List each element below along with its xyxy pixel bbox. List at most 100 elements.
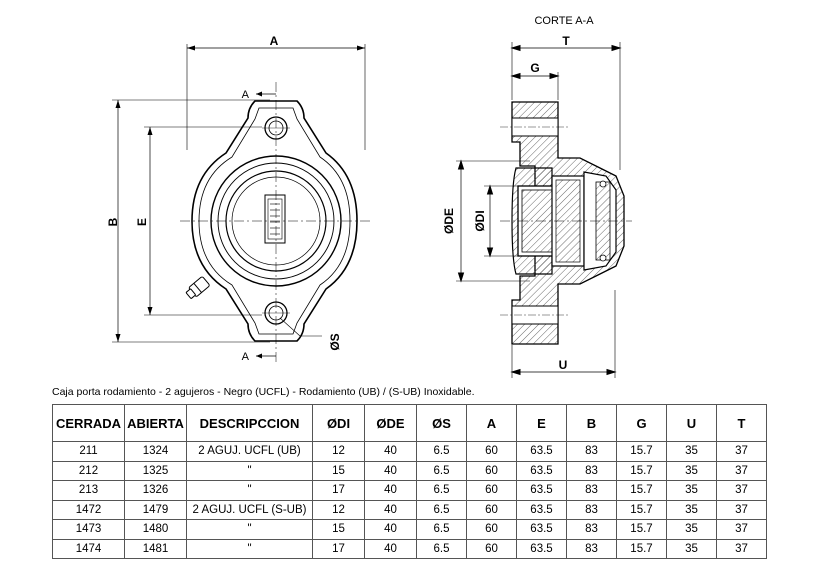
table-cell: 37	[716, 499, 767, 520]
column-header: ØS	[416, 404, 467, 442]
table-cell: 2 AGUJ. UCFL (S-UB)	[186, 499, 313, 520]
table-cell: 213	[52, 480, 125, 501]
dim-de-label: ØDE	[442, 208, 456, 234]
table-cell: 60	[466, 538, 517, 559]
table-cell: 17	[312, 480, 365, 501]
column-header: DESCRIPCCION	[186, 404, 313, 442]
table-cell: 15.7	[616, 519, 667, 540]
table-cell: 12	[312, 499, 365, 520]
table-cell: 2 AGUJ. UCFL (UB)	[186, 441, 313, 462]
table-cell: 60	[466, 499, 517, 520]
table-cell: "	[186, 480, 313, 501]
column-header: G	[616, 404, 667, 442]
table-cell: 83	[566, 519, 617, 540]
table-cell: 83	[566, 441, 617, 462]
table-cell: 6.5	[416, 441, 467, 462]
table-cell: 63.5	[516, 480, 567, 501]
table-cell: 35	[666, 460, 717, 481]
front-view	[112, 44, 372, 362]
table-cell: 60	[466, 460, 517, 481]
table-cell: 83	[566, 499, 617, 520]
table-cell: 37	[716, 441, 767, 462]
table-cell: 35	[666, 519, 717, 540]
dim-s-label: ØS	[328, 333, 342, 350]
section-title: CORTE A-A	[534, 15, 594, 27]
table-cell: 1473	[52, 519, 125, 540]
table-cell: 15.7	[616, 480, 667, 501]
table-cell: 63.5	[516, 538, 567, 559]
table-cell: 12	[312, 441, 365, 462]
table-cell: 212	[52, 460, 125, 481]
table-cell: "	[186, 460, 313, 481]
table-cell: 83	[566, 538, 617, 559]
column-header: E	[516, 404, 567, 442]
table-cell: 15	[312, 519, 365, 540]
table-cell: 15	[312, 460, 365, 481]
table-cell: 60	[466, 519, 517, 540]
dim-b-label: B	[106, 217, 120, 226]
dim-t-label: T	[562, 34, 570, 48]
table-cell: 40	[364, 499, 417, 520]
table-cell: 35	[666, 480, 717, 501]
table-cell: 1474	[52, 538, 125, 559]
column-header: CERRADA	[52, 404, 125, 442]
section-marker-top: A	[242, 89, 250, 101]
table-cell: 37	[716, 519, 767, 540]
table-cell: 6.5	[416, 519, 467, 540]
table-cell: 63.5	[516, 499, 567, 520]
table-cell: 6.5	[416, 460, 467, 481]
table-cell: 35	[666, 499, 717, 520]
table-cell: 40	[364, 441, 417, 462]
table-cell: "	[186, 538, 313, 559]
table-cell: 6.5	[416, 499, 467, 520]
table-cell: 63.5	[516, 441, 567, 462]
column-header: U	[666, 404, 717, 442]
table-cell: 15.7	[616, 538, 667, 559]
section-view	[456, 42, 632, 378]
table-cell: 1480	[124, 519, 187, 540]
column-header: ØDI	[312, 404, 365, 442]
table-cell: 40	[364, 460, 417, 481]
table-cell: "	[186, 519, 313, 540]
table-cell: 40	[364, 519, 417, 540]
technical-drawing: A A A B E ØS	[106, 15, 632, 378]
table-cell: 1324	[124, 441, 187, 462]
table-cell: 35	[666, 441, 717, 462]
table-cell: 1481	[124, 538, 187, 559]
table-cell: 37	[716, 538, 767, 559]
table-cell: 1325	[124, 460, 187, 481]
table-cell: 60	[466, 441, 517, 462]
column-header: T	[716, 404, 767, 442]
table-cell: 17	[312, 538, 365, 559]
table-cell: 1479	[124, 499, 187, 520]
dim-g-label: G	[530, 61, 539, 75]
table-cell: 6.5	[416, 480, 467, 501]
table-cell: 1472	[52, 499, 125, 520]
table-cell: 15.7	[616, 441, 667, 462]
dim-di-label: ØDI	[473, 210, 487, 231]
table-cell: 211	[52, 441, 125, 462]
dim-a-label: A	[270, 34, 279, 48]
table-cell: 63.5	[516, 460, 567, 481]
section-marker-bottom: A	[242, 351, 250, 363]
column-header: ABIERTA	[124, 404, 187, 442]
table-cell: 63.5	[516, 519, 567, 540]
dim-e-label: E	[135, 218, 149, 226]
table-cell: 83	[566, 480, 617, 501]
table-cell: 1326	[124, 480, 187, 501]
table-cell: 6.5	[416, 538, 467, 559]
table-cell: 83	[566, 460, 617, 481]
column-header: A	[466, 404, 517, 442]
column-header: ØDE	[364, 404, 417, 442]
product-caption: Caja porta rodamiento - 2 agujeros - Neg…	[52, 386, 475, 398]
table-cell: 40	[364, 480, 417, 501]
column-header: B	[566, 404, 617, 442]
